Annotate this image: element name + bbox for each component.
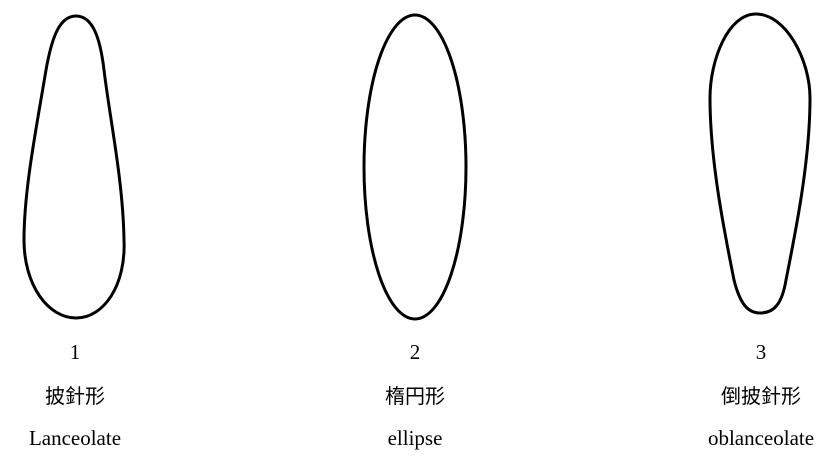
shape-number: 1 xyxy=(0,342,150,363)
shape-number: 2 xyxy=(340,342,490,363)
shape-name-english: oblanceolate xyxy=(686,428,835,449)
oblanceolate-figure: 3 倒披針形 oblanceolate xyxy=(686,0,835,457)
shape-name-english: ellipse xyxy=(340,428,490,449)
shape-name-japanese: 披針形 xyxy=(0,386,150,406)
lanceolate-figure: 1 披針形 Lanceolate xyxy=(0,0,150,457)
oblanceolate-outline xyxy=(686,0,835,340)
shape-name-english: Lanceolate xyxy=(0,428,150,449)
shape-number: 3 xyxy=(686,342,835,363)
shape-name-japanese: 楕円形 xyxy=(340,386,490,406)
lanceolate-outline xyxy=(0,0,150,340)
ellipse-outline xyxy=(340,0,490,340)
shape-name-japanese: 倒披針形 xyxy=(686,386,835,406)
ellipse-figure: 2 楕円形 ellipse xyxy=(340,0,490,457)
